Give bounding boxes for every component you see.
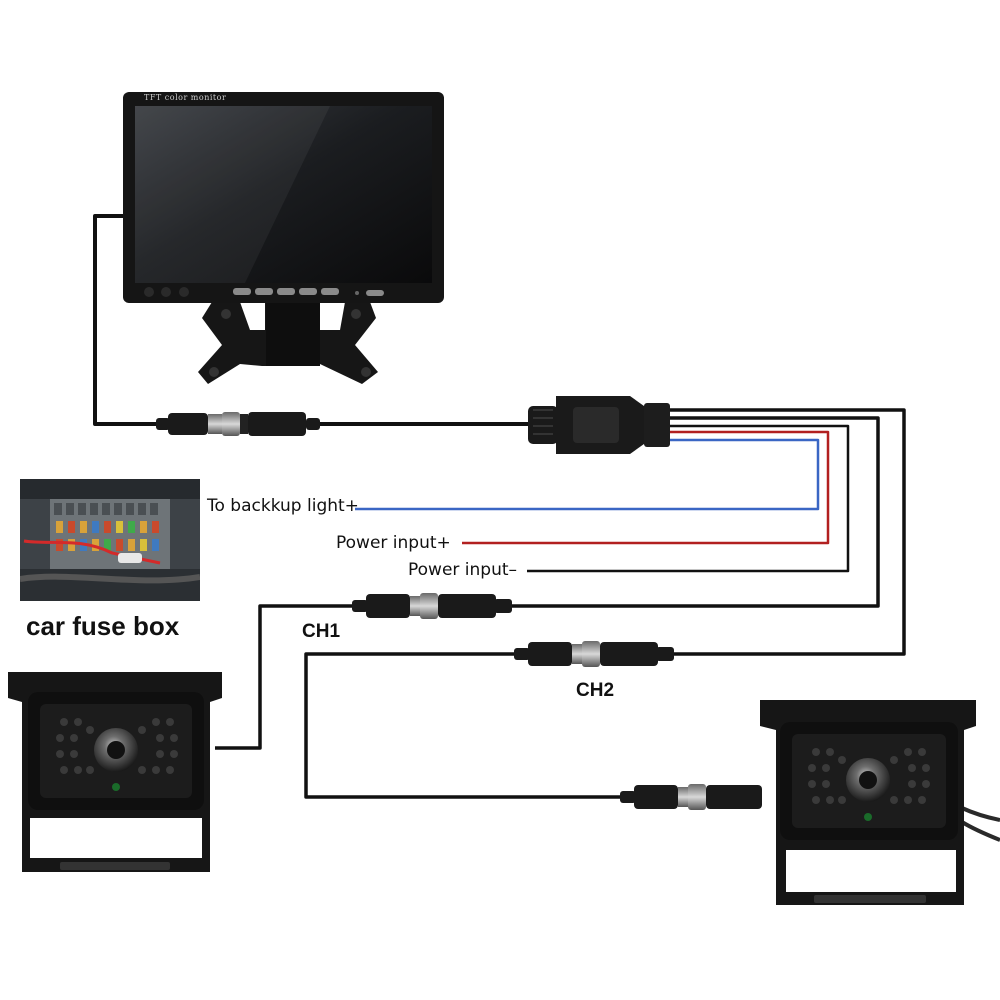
ch1-camera-cable [215,604,355,750]
ch1-label: CH1 [302,621,341,642]
blue-wire [355,438,820,511]
ch2-camera-cable [304,652,622,799]
ch1-connector [352,593,512,619]
fuse-box-caption: car fuse box [26,611,180,641]
power-positive-label: Power input+ [336,533,451,553]
power-negative-label: Power input– [408,560,518,580]
camera-2 [760,700,976,905]
camera2-rear-cable [960,820,1000,842]
camera-1 [8,672,222,872]
black-power-wire [527,424,850,573]
backup-light-label: To backkup light+ [207,496,359,516]
monitor-buttons [144,287,384,297]
monitor-cable [93,214,158,426]
splitter-box [528,396,670,454]
ch2-cable [668,408,906,656]
monitor-connector [156,412,320,436]
red-wire [462,430,830,545]
monitor-stand [198,300,378,384]
ch2-connector [514,641,674,667]
monitor-screen [135,106,432,283]
fuse-box-photo [20,479,200,601]
camera2-connector [620,784,762,810]
ch1-cable [512,416,880,608]
wires [93,214,1000,842]
monitor-brand-label: TFT color monitor [144,93,227,102]
monitor [123,92,444,384]
camera2-rear-cable-2 [961,806,1000,822]
ch2-label: CH2 [576,680,615,701]
